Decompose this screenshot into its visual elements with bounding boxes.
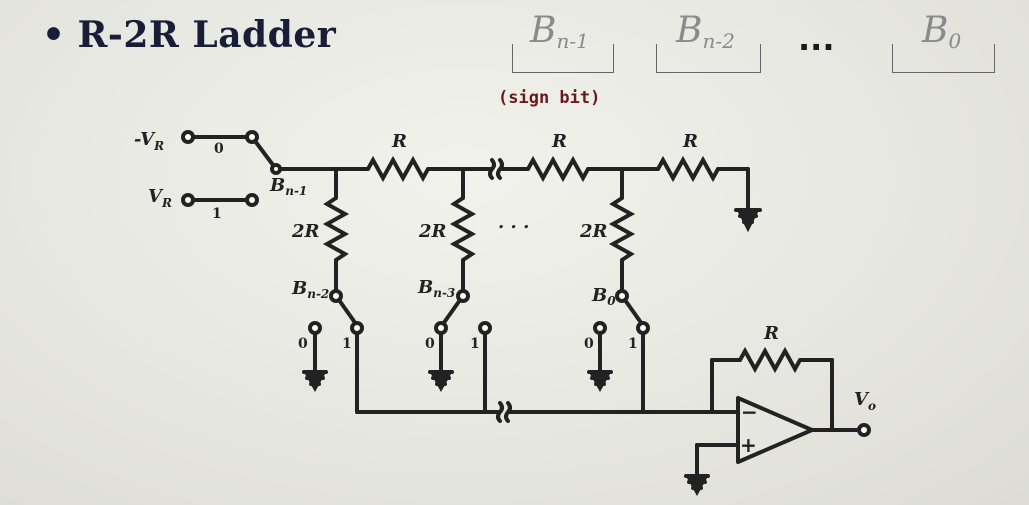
switch-n-3-label-0: 0 [425,336,435,352]
shunt-resistor-3-label: 2R [579,221,608,242]
switch-msb-label-0: 0 [214,141,224,157]
branch-n-2: 2R Bn-2 0 1 [291,167,364,414]
bullet: • [42,14,66,56]
switch-msb-contact-1 [245,193,259,207]
series-resistor-2 [526,155,590,183]
bit-label-second: Bn-2 [676,10,735,53]
switch-msb-label-1: 1 [212,206,222,222]
series-resistor-3-label: R [682,131,698,152]
series-resistor-3 [656,155,720,183]
shunt-resistor-1 [322,196,350,262]
reference-inputs: -VR 0 VR 1 Bn-1 [134,129,307,222]
switch-n-2-label: Bn-2 [291,278,329,301]
switch-n-3-blade [441,298,462,326]
shunt-resistor-2-label: 2R [418,221,447,242]
op-amp-stage: − + R Vo [684,323,876,497]
switch-0-blade [623,298,644,326]
top-rail: R R R [278,131,762,233]
pos-ref-label: VR [148,186,172,210]
ground-branch-1 [303,371,327,393]
switch-0-label-0: 0 [584,336,594,352]
op-amp-plus: + [740,433,757,457]
neg-ref-terminal [181,130,195,144]
bit-label-lsb-base: B [922,10,949,51]
switch-n-2-label-0: 0 [298,336,308,352]
op-amp [736,396,814,464]
bit-label-lsb-sub: 0 [948,29,962,53]
rail-break-top [488,158,496,180]
output-label: Vo [854,389,876,413]
op-amp-minus: − [741,400,758,424]
output-terminal [857,423,871,437]
switch-0-label: B0 [591,285,616,308]
feedback-resistor-label: R [763,323,779,344]
shunt-resistor-1-label: 2R [291,221,320,242]
switch-n-3-label: Bn-3 [417,277,455,300]
bit-label-second-sub: n-2 [702,29,735,53]
bit-label-msb-sub: n-1 [556,29,589,53]
series-resistor-1-label: R [391,131,407,152]
shunt-resistor-2 [449,196,477,262]
bit-label-msb: Bn-1 [530,10,589,53]
feedback-resistor [738,346,802,374]
branch-0: 2R B0 0 1 [579,167,650,414]
series-resistor-2-label: R [551,131,567,152]
pos-ref-terminal [181,193,195,207]
slide-title: • R-2R Ladder [42,14,336,56]
sign-bit-note: (sign bit) [498,88,601,108]
title-text: R-2R Ladder [77,14,337,56]
bit-label-second-base: B [676,10,703,51]
ground-branch-2 [429,371,453,393]
branch-n-3: 2R Bn-3 0 1 [417,167,492,414]
bit-box-lsb [892,44,995,73]
switch-msb-label: Bn-1 [269,175,307,198]
switch-n-2-label-1: 1 [342,336,352,352]
shunt-resistor-3 [608,196,636,262]
neg-ref-label: -VR [134,129,164,153]
rail-break-bottom [496,401,504,423]
ladder-dots: . . . [498,212,529,233]
bit-label-lsb: B0 [922,10,961,53]
switch-n-3-label-1: 1 [470,336,480,352]
ground-branch-3 [588,371,612,393]
switch-0-label-1: 1 [628,336,638,352]
summing-bus [355,401,739,423]
series-resistor-1 [366,155,430,183]
bit-box-msb [512,44,614,73]
switch-n-2-blade [337,298,358,326]
bit-box-second [656,44,761,73]
bits-ellipsis: ... [798,20,835,58]
ground-opamp [685,475,709,497]
bit-label-msb-base: B [530,10,557,51]
